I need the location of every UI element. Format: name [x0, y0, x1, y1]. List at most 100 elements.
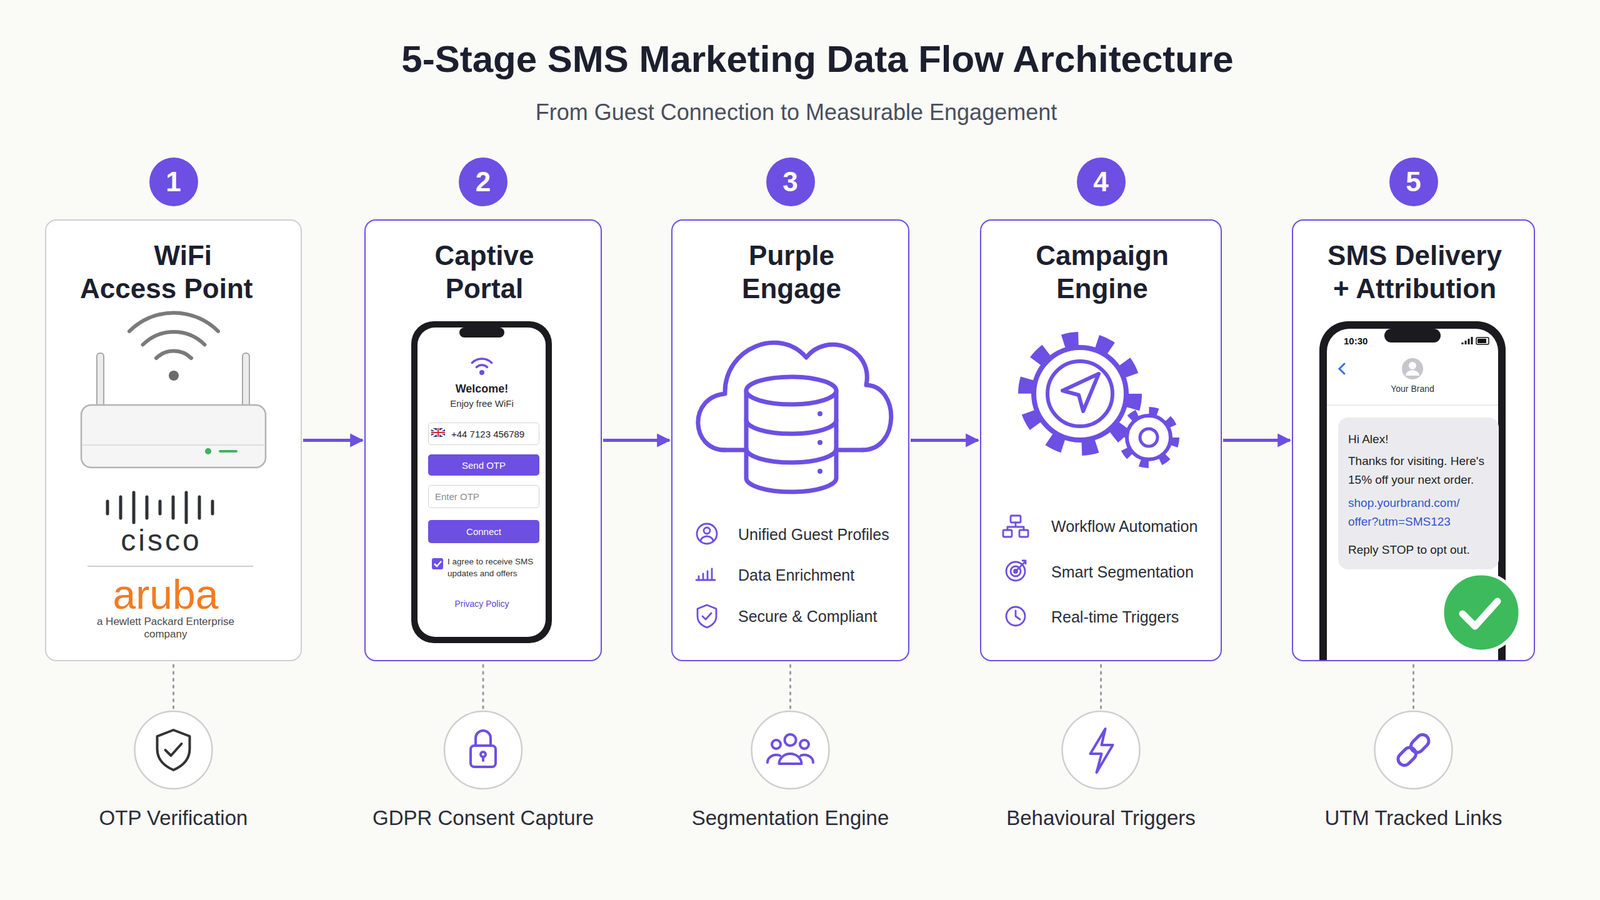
feature-circles [1375, 711, 1453, 789]
feature-symbols [1090, 728, 1114, 773]
uk-flag [431, 428, 445, 437]
router-icon [205, 448, 212, 455]
portal-phone [417, 327, 546, 637]
feature-symbols [157, 730, 190, 770]
feature-symbols [157, 730, 190, 770]
router-icon [81, 312, 266, 468]
step-number-text: 2 [475, 166, 491, 198]
gear-icon [1026, 340, 1134, 448]
router-icon [220, 450, 237, 453]
sms-text: shop.yourbrand.com/ offer?utm=SMS123 [1348, 493, 1489, 531]
feature-symbols [1395, 745, 1419, 769]
sms-phone [1384, 328, 1441, 343]
feature-text: Unified Guest Profiles [738, 525, 890, 545]
feature-icons [696, 568, 715, 580]
text-label: 10:30 [1343, 335, 1394, 347]
router-icon [82, 444, 265, 446]
text-label: I agree to receive SMS updates and offer… [447, 556, 543, 580]
feature-badge: Behavioural Triggers [976, 711, 1227, 843]
feature-icons [1019, 530, 1029, 537]
feature-text: Data Enrichment [738, 565, 855, 585]
feature-symbols [785, 734, 797, 746]
portal-phone [479, 370, 485, 375]
button-text: Send OTP [461, 460, 506, 471]
feature-badge: Segmentation Engine [665, 711, 916, 843]
sms-phone [1476, 337, 1489, 345]
text-label: aruba [71, 570, 260, 620]
feature-symbols [767, 755, 814, 763]
feature-label: GDPR Consent Capture [358, 806, 609, 830]
feature-circles [751, 711, 830, 789]
card-grounds [980, 219, 1222, 662]
portal-phone [476, 365, 488, 368]
portal-phone [434, 561, 442, 567]
sms-text: Thanks for visiting. Here's 15% off your… [1348, 451, 1489, 489]
router-icon [129, 312, 219, 359]
dotted-link [789, 665, 792, 709]
flow-arrow [303, 438, 363, 442]
text-label: Welcome! [419, 382, 545, 397]
feature-badge: UTM Tracked Links [1288, 711, 1539, 843]
sms-text: Hi Alex! [1348, 430, 1489, 449]
flow-arrow [1223, 438, 1290, 442]
feature-symbols [1395, 731, 1432, 768]
stage-card: Campaign EngineWorkflow AutomationSmart … [980, 219, 1222, 662]
feature-symbols [771, 740, 781, 749]
card-title: WiFi Access Point [75, 239, 257, 306]
step-number: 5 [1389, 157, 1439, 207]
feature-symbols [481, 756, 485, 761]
button-text: Connect [466, 526, 502, 537]
text-label: a Hewlett Packard Enterprise company [90, 615, 241, 642]
feature-circles [1062, 711, 1140, 789]
step-number: 4 [1076, 157, 1126, 207]
step-number-text: 1 [165, 166, 181, 198]
cisco-bars [107, 492, 213, 523]
feature-icons [1003, 530, 1012, 537]
sms-phone [1442, 573, 1520, 652]
uk-flag [431, 428, 445, 437]
feature-icons [1015, 560, 1026, 572]
router-icon [143, 331, 205, 345]
step-number-text: 4 [1093, 166, 1109, 198]
feature-symbols [470, 745, 496, 767]
stage-card: Captive Portal+44 7123 456789Send OTPEnt… [364, 219, 602, 662]
cisco-bars [171, 496, 175, 519]
router-icon [168, 370, 179, 381]
sms-phone [1319, 321, 1520, 662]
cisco-bars [132, 492, 136, 523]
cisco-bars [185, 492, 189, 523]
feature-circles [135, 711, 1453, 789]
dotted-link [172, 665, 175, 709]
sms-phone [1326, 404, 1499, 406]
cloud-database-icon [746, 376, 837, 405]
feature-symbols [470, 730, 496, 767]
cisco-bars [158, 501, 162, 514]
feature-icons [1010, 515, 1021, 523]
cisco-bars [211, 501, 215, 514]
feature-text: Secure & Compliant [738, 606, 877, 627]
uk-flag [431, 428, 445, 437]
portal-phone [431, 558, 444, 570]
portal-phone [459, 327, 505, 338]
step-number-text: 5 [1405, 166, 1421, 198]
card-grounds [45, 219, 1535, 662]
feature-symbols [475, 730, 491, 746]
gear-icon [1062, 373, 1099, 412]
sms-phone [1401, 358, 1424, 380]
sms-phone [1462, 336, 1472, 345]
feature-label: UTM Tracked Links [1288, 806, 1539, 830]
dotted-link [1100, 665, 1102, 709]
feature-symbols [157, 728, 1432, 773]
cloud-database-icon [746, 420, 837, 434]
feature-icons [700, 536, 714, 542]
text-label: From Guest Connection to Measurable Enga… [483, 98, 1109, 126]
dotted-link [1412, 665, 1415, 709]
cisco-bars [198, 496, 202, 519]
gear-icon [1126, 415, 1171, 460]
card-title: SMS Delivery + Attribution [1319, 239, 1510, 306]
gear-icon [1122, 411, 1175, 464]
logo-divider [87, 565, 254, 567]
text-label: cisco [67, 522, 255, 559]
